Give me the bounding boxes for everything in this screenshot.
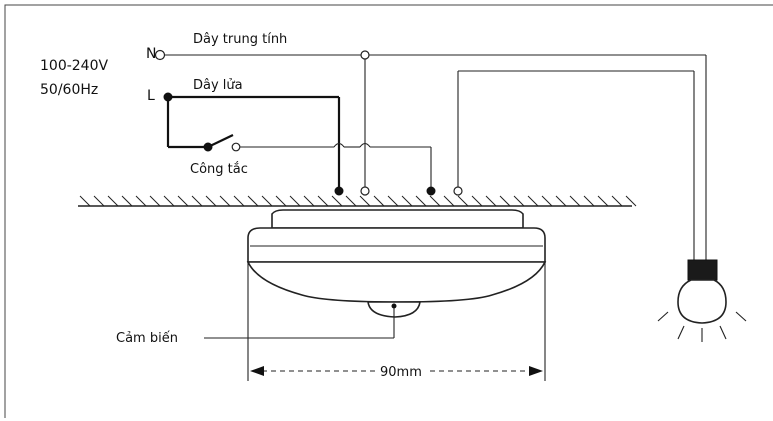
ceiling-hatch-mark <box>597 195 609 207</box>
ceiling-hatch-mark <box>317 195 329 207</box>
ceiling-hatch-mark <box>79 195 91 207</box>
switch-symbol <box>203 134 241 152</box>
lamp-ray <box>657 311 669 322</box>
ceiling-hatch-mark <box>331 195 343 207</box>
sensor-label: Cảm biến <box>116 331 178 346</box>
lamp-ray <box>677 325 685 340</box>
frequency-label: 50/60Hz <box>40 82 98 98</box>
ceiling-hatch-mark <box>457 195 469 207</box>
ceiling-hatch-mark <box>191 195 203 207</box>
sensor-load-terminal <box>453 186 463 196</box>
ceiling <box>78 195 637 207</box>
ceiling-hatching <box>79 195 637 207</box>
ceiling-hatch-mark <box>275 195 287 207</box>
ceiling-hatch-mark <box>443 195 455 207</box>
sensor-live-terminal <box>334 186 344 196</box>
ceiling-hatch-mark <box>583 195 595 207</box>
neutral-terminal-node <box>154 49 166 61</box>
ceiling-hatch-mark <box>233 195 245 207</box>
ceiling-hatch-mark <box>135 195 147 207</box>
ceiling-hatch-mark <box>163 195 175 207</box>
ceiling-hatch-mark <box>499 195 511 207</box>
switch-label: Công tắc <box>190 162 248 177</box>
ceiling-hatch-mark <box>387 195 399 207</box>
sensor-switched-terminal <box>426 186 436 196</box>
ceiling-hatch-mark <box>569 195 581 207</box>
ceiling-hatch-mark <box>485 195 497 207</box>
frame-border <box>4 4 773 418</box>
ceiling-hatch-mark <box>359 195 371 207</box>
ceiling-hatch-mark <box>219 195 231 207</box>
ceiling-hatch-mark <box>415 195 427 207</box>
ceiling-hatch-mark <box>93 195 105 207</box>
neutral-terminal-label: N <box>146 46 156 62</box>
ceiling-hatch-mark <box>149 195 161 207</box>
lamp-base <box>687 259 718 281</box>
live-terminal-node <box>163 92 173 102</box>
lamp-bulb <box>677 279 727 324</box>
live-wire-label: Dây lửa <box>193 78 243 93</box>
voltage-label: 100-240V <box>40 58 108 74</box>
neutral-junction-node <box>360 50 370 60</box>
ceiling-hatch-mark <box>541 195 553 207</box>
ceiling-hatch-mark <box>555 195 567 207</box>
dimension-marker <box>247 262 546 381</box>
ceiling-hatch-mark <box>401 195 413 207</box>
ceiling-hatch-mark <box>303 195 315 207</box>
ceiling-hatch-mark <box>471 195 483 207</box>
ceiling-hatch-mark <box>177 195 189 207</box>
live-terminal-label: L <box>147 88 155 104</box>
sensor-device <box>246 209 547 318</box>
lamp-ray <box>735 311 747 322</box>
lamp-ray <box>719 325 727 340</box>
ceiling-hatch-mark <box>205 195 217 207</box>
ceiling-hatch-mark <box>247 195 259 207</box>
ceiling-hatch-mark <box>107 195 119 207</box>
ceiling-hatch-mark <box>261 195 273 207</box>
ceiling-hatch-mark <box>611 195 623 207</box>
ceiling-hatch-mark <box>429 195 441 207</box>
lamp-icon <box>657 259 747 342</box>
ceiling-hatch-mark <box>121 195 133 207</box>
ceiling-hatch-mark <box>513 195 525 207</box>
load-wire <box>457 70 695 262</box>
dimension-label: 90mm <box>380 365 422 380</box>
ceiling-hatch-mark <box>345 195 357 207</box>
ceiling-hatch-mark <box>373 195 385 207</box>
switched-live-wire <box>240 142 432 190</box>
sensor-neutral-terminal <box>360 186 370 196</box>
ceiling-hatch-mark <box>527 195 539 207</box>
ceiling-hatch-mark <box>289 195 301 207</box>
neutral-wire <box>165 54 707 262</box>
ceiling-hatch-mark <box>625 195 637 207</box>
neutral-wire-label: Dây trung tính <box>193 32 287 47</box>
